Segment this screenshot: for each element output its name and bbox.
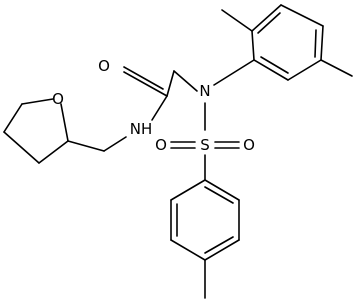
- bond-c5-ch2: [67, 140, 105, 152]
- ring2-bond-c-inner: [204, 236, 234, 254]
- ring1-bond-f-inner: [260, 56, 289, 74]
- sulfonyl-oxygen-left-label: O: [155, 136, 167, 154]
- bond-carbonyl-double-2: [123, 66, 164, 90]
- ring1-bond-d-inner: [314, 29, 317, 58]
- ring1-bond-f: [253, 59, 289, 81]
- ring1-bond-a: [251, 30, 255, 61]
- ring2-bond-a: [204, 179, 240, 201]
- bond-ch2-nh: [103, 136, 127, 152]
- carbonyl-oxygen-label: O: [98, 57, 110, 75]
- dimethylphenyl-ring: [251, 4, 324, 81]
- bond-ring-c3-c4: [3, 131, 40, 164]
- bond-ch2-n: [173, 70, 198, 92]
- ring2-bond-a-inner: [204, 186, 234, 204]
- amide-nitrogen-label: NH: [130, 120, 153, 138]
- ring-oxygen-label: O: [52, 90, 64, 108]
- ring2-bond-f: [170, 179, 206, 201]
- tetrahydrofuran-ring: [3, 98, 69, 164]
- bond-ring-c2-c3: [3, 103, 23, 133]
- sulfur-label: S: [200, 136, 210, 154]
- ring2-bond-d: [170, 239, 206, 261]
- methyl-ortho: [221, 9, 253, 32]
- bond-n-aryl: [213, 59, 255, 86]
- bond-ring-c4-c5: [38, 140, 69, 164]
- sulfonyl-oxygen-right-label: O: [243, 136, 255, 154]
- bond-carbonyl-double-1: [123, 71, 168, 97]
- ring1-bond-d: [320, 25, 324, 61]
- tolyl-ring: [170, 179, 240, 261]
- sulfonamide-nitrogen-label: N: [199, 82, 210, 100]
- ring1-bond-b-inner: [257, 12, 281, 34]
- bond-ring-o-c2: [21, 98, 54, 105]
- bond-carbonyl-c-ch2: [166, 70, 175, 97]
- ring2-bond-c: [204, 239, 240, 261]
- methyl-meta: [320, 59, 353, 77]
- ring1-bond-b: [251, 4, 282, 32]
- bond-ring-c5-o: [60, 103, 69, 142]
- ring1-bond-c: [280, 4, 324, 27]
- ring1-bond-e: [287, 59, 322, 81]
- bond-nh-carbonyl-c: [151, 95, 168, 121]
